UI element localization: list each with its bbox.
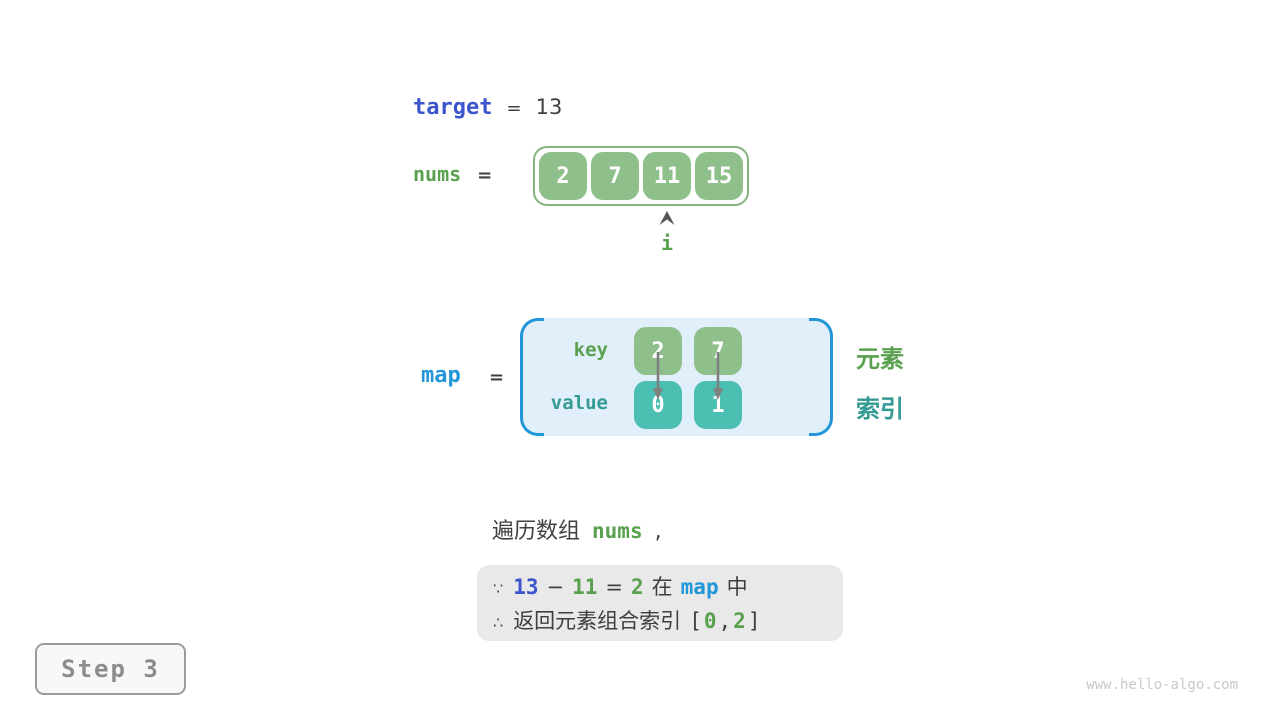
- target-value: 13: [535, 95, 563, 119]
- result-text: 返回元素组合索引: [513, 609, 682, 633]
- caption-prefix: 遍历数组: [492, 519, 581, 544]
- caption-line: 遍历数组 nums ,: [492, 513, 662, 545]
- pointer-i-label: i: [660, 231, 674, 255]
- in-word: 在: [651, 575, 673, 599]
- subtrahend: 11: [572, 575, 598, 599]
- because-symbol: ∵: [493, 579, 504, 598]
- conclusion-line-1: ∵ 13 − 11 = 2 在 map 中: [493, 571, 843, 605]
- map-code: map: [680, 575, 719, 599]
- nums-keyword: nums: [413, 162, 462, 186]
- map-bracket-left: [520, 318, 544, 436]
- minus-sign: −: [546, 575, 565, 599]
- comma: ,: [718, 609, 732, 633]
- down-arrow-icon: [652, 352, 664, 404]
- caption-comma: ,: [654, 519, 662, 544]
- key-row-label: key: [573, 339, 608, 361]
- array-cell: 7: [591, 152, 639, 200]
- up-caret-icon: [659, 211, 675, 230]
- nums-array: 2 7 11 15: [533, 146, 749, 206]
- target-line: target = 13: [413, 95, 562, 120]
- element-label: 元素: [856, 345, 904, 373]
- nums-line: nums =: [413, 162, 492, 186]
- minuend: 13: [513, 575, 539, 599]
- map-keyword: map: [421, 363, 461, 388]
- result-index-second: 2: [733, 609, 746, 633]
- difference: 2: [631, 575, 644, 599]
- result-index-first: 0: [703, 609, 717, 633]
- therefore-symbol: ∴: [493, 613, 504, 632]
- array-cell: 15: [695, 152, 743, 200]
- in-suffix: 中: [726, 575, 748, 599]
- equals-sign: =: [506, 98, 522, 119]
- value-row-label: value: [550, 392, 608, 414]
- index-label: 索引: [856, 395, 904, 423]
- equals-sign: =: [489, 367, 505, 388]
- step-badge: Step 3: [35, 643, 186, 695]
- array-cell: 2: [539, 152, 587, 200]
- array-cell: 11: [643, 152, 691, 200]
- equals-sign: =: [477, 165, 493, 186]
- caption-nums-code: nums: [592, 519, 643, 543]
- bracket-open: [: [689, 609, 702, 633]
- target-keyword: target: [413, 95, 493, 120]
- bracket-close: ]: [747, 609, 761, 633]
- equals-sign: =: [605, 575, 623, 599]
- map-bracket-right: [809, 318, 833, 436]
- watermark: www.hello-algo.com: [1086, 677, 1238, 693]
- conclusion-line-2: ∴ 返回元素组合索引 [ 0 , 2 ]: [493, 605, 843, 639]
- down-arrow-icon: [712, 352, 724, 404]
- conclusion-box: ∵ 13 − 11 = 2 在 map 中 ∴ 返回元素组合索引 [ 0 , 2…: [477, 565, 843, 641]
